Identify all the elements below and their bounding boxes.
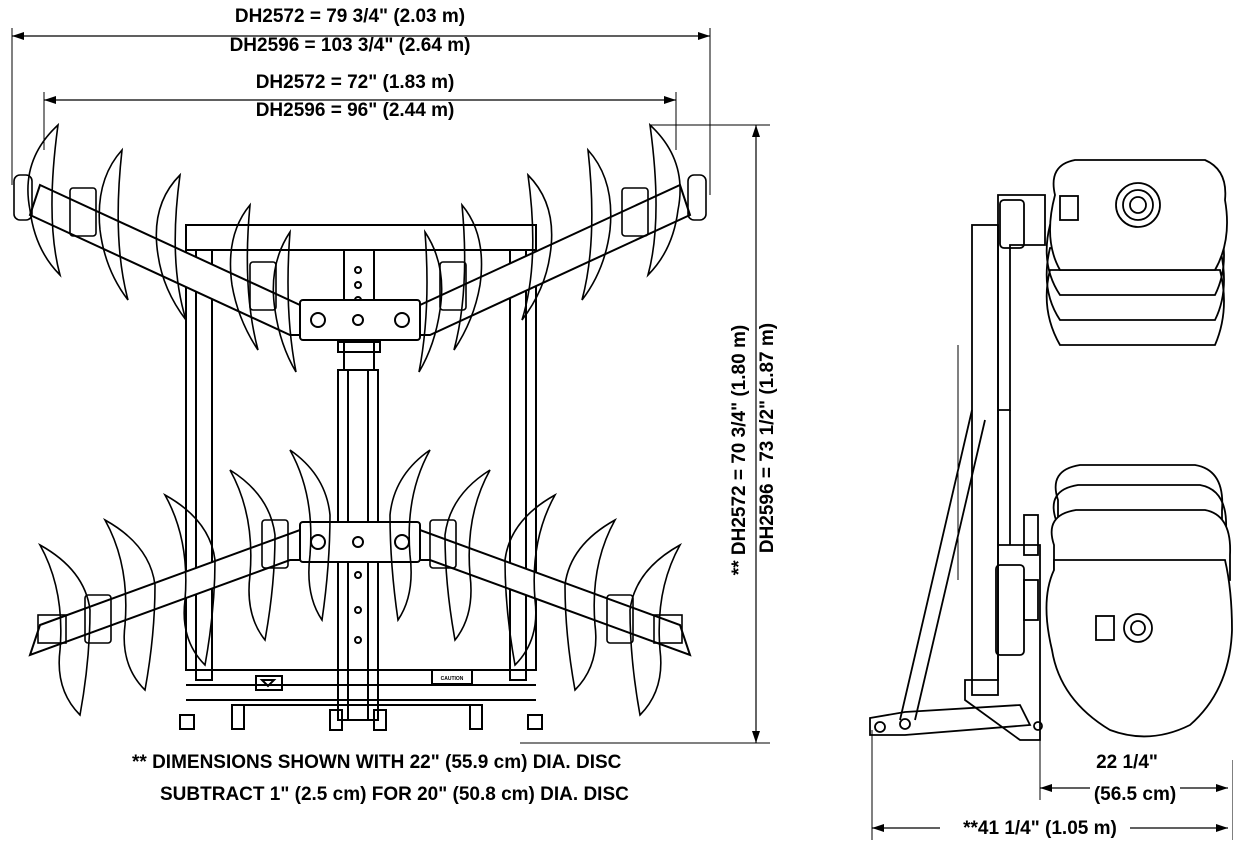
overall-length-dh2596: DH2596 = 73 1/2" (1.87 m) — [757, 323, 778, 553]
side-frame — [869, 194, 1046, 741]
overall-width-dh2572: DH2572 = 79 3/4" (2.03 m) — [235, 6, 465, 27]
side-overall-length: **41 1/4" (1.05 m) — [963, 818, 1117, 839]
side-dimensions — [871, 730, 1233, 840]
caution-label: CAUTION — [441, 676, 464, 682]
disc-offset-value: 22 1/4" — [1096, 752, 1158, 773]
disc-offset-metric: (56.5 cm) — [1094, 784, 1176, 805]
rear-discs — [37, 449, 683, 717]
overall-width-dimension — [11, 28, 711, 195]
overall-length-dh2572: ** DH2572 = 70 3/4" (1.80 m) — [729, 325, 750, 575]
cutting-width-dh2572: DH2572 = 72" (1.83 m) — [256, 72, 455, 93]
side-front-discs — [1045, 159, 1228, 346]
main-frame — [179, 224, 543, 731]
overall-length-dimension — [520, 124, 770, 744]
rear-gang — [28, 521, 692, 657]
top-view: CAUTION — [11, 28, 770, 744]
note-subtract: SUBTRACT 1" (2.5 cm) FOR 20" (50.8 cm) D… — [160, 784, 629, 805]
side-rear-discs — [1045, 464, 1233, 738]
cutting-width-dh2596: DH2596 = 96" (2.44 m) — [256, 100, 455, 121]
note-disc-diameter: ** DIMENSIONS SHOWN WITH 22" (55.9 cm) D… — [132, 752, 622, 773]
front-gang — [28, 183, 692, 353]
side-view — [869, 159, 1233, 840]
overall-width-dh2596: DH2596 = 103 3/4" (2.64 m) — [230, 35, 471, 56]
front-discs — [13, 122, 707, 373]
